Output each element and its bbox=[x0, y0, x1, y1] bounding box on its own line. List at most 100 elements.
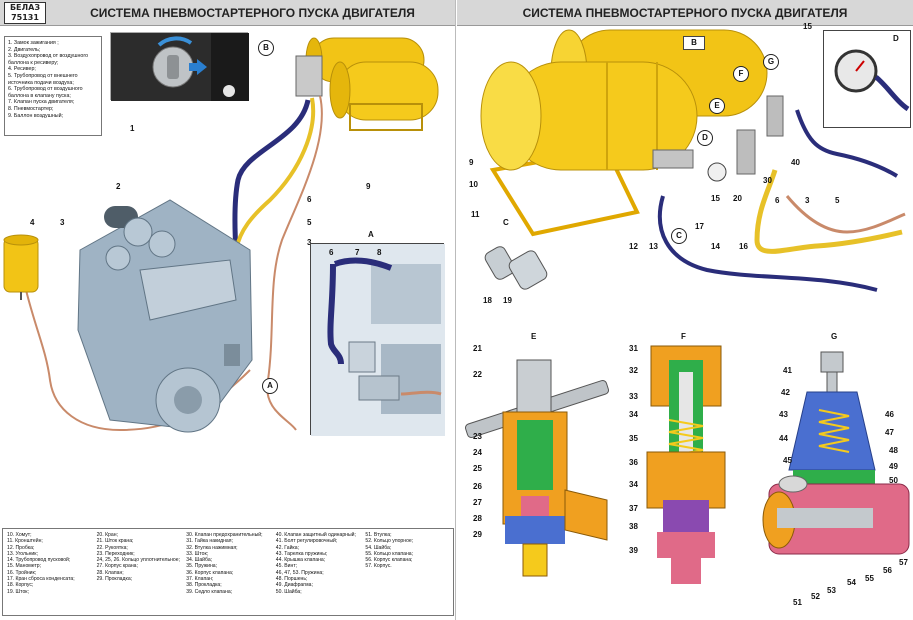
air-tanks-left bbox=[305, 37, 439, 131]
ignition-photo bbox=[110, 32, 249, 101]
section-callout: 32 bbox=[629, 366, 638, 375]
legend-item: 31. Гайка накидная; bbox=[186, 538, 233, 545]
right-page: СИСТЕМА ПНЕВМОСТАРТЕРНОГО ПУСКА ДВИГАТЕЛ… bbox=[457, 0, 913, 620]
legend-item: 23. Переходник; bbox=[96, 550, 135, 557]
section-callout: 56 bbox=[883, 566, 892, 575]
section-callout: 27 bbox=[473, 498, 482, 507]
circle-label-d: D bbox=[697, 130, 713, 146]
engine bbox=[77, 199, 253, 433]
legend-item: 40. Клапан защитный одинарный; bbox=[275, 532, 356, 538]
callout-9: 9 bbox=[366, 182, 371, 191]
logo-model: 75131 bbox=[11, 13, 39, 22]
callout-1: 1 bbox=[130, 124, 135, 133]
left-page-title: СИСТЕМА ПНЕВМОСТАРТЕРНОГО ПУСКА ДВИГАТЕЛ… bbox=[90, 6, 415, 20]
legend-item: 13. Угольник; bbox=[7, 550, 38, 557]
detail-callout-6: 6 bbox=[329, 248, 334, 257]
detail-a-frame: 6 7 8 bbox=[310, 243, 445, 436]
section-callout: 41 bbox=[783, 366, 792, 375]
circle-label-c: C bbox=[671, 228, 687, 244]
section-callout: 25 bbox=[473, 464, 482, 473]
legend-item: 19. Шток; bbox=[7, 588, 29, 595]
belaz-logo: БЕЛАЗ 75131 bbox=[4, 2, 46, 24]
callout-r15b: 15 bbox=[803, 22, 812, 31]
section-callout: 37 bbox=[629, 504, 638, 513]
panel-label-b: B bbox=[683, 36, 705, 50]
callout-6: 6 bbox=[307, 195, 312, 204]
section-callout: 39 bbox=[629, 546, 638, 555]
panel-label-f: F bbox=[681, 332, 686, 341]
panel-label-g: G bbox=[831, 332, 838, 341]
callout-r12: 12 bbox=[629, 242, 638, 251]
legend-main: 1. Замок зажигания ;2. Двигатель;3. Возд… bbox=[4, 36, 102, 136]
legend-item: 15. Манометр; bbox=[7, 563, 42, 570]
callout-r19: 19 bbox=[503, 296, 512, 305]
right-main-illustration bbox=[464, 29, 910, 584]
callout-r40: 40 bbox=[791, 158, 800, 167]
legend-item: 16. Тройник; bbox=[7, 569, 37, 576]
section-callout: 48 bbox=[889, 446, 898, 455]
legend-column-3: 30. Клапан предохранительный;31. Гайка н… bbox=[186, 532, 270, 612]
legend-item: 55. Кольцо клапана; bbox=[365, 550, 414, 557]
legend-parts: 10. Хомут;11. Кронштейн;12. Пробка;13. У… bbox=[2, 528, 454, 616]
legend-item: 29. Прокладка; bbox=[96, 576, 133, 583]
callout-r14: 14 bbox=[711, 242, 720, 251]
section-callout: 42 bbox=[781, 388, 790, 397]
left-page: БЕЛАЗ 75131 СИСТЕМА ПНЕВМОСТАРТЕРНОГО ПУ… bbox=[0, 0, 456, 620]
circle-label-b: B bbox=[258, 40, 274, 56]
legend-column-2: 20. Кран;21. Шток крана;22. Рукоятка;23.… bbox=[97, 532, 181, 612]
left-header: БЕЛАЗ 75131 СИСТЕМА ПНЕВМОСТАРТЕРНОГО ПУ… bbox=[0, 0, 455, 26]
detail-a-label: A bbox=[368, 230, 374, 239]
legend-item: 3. Воздухопровод от воздушного баллона к… bbox=[8, 53, 89, 66]
section-callout: 23 bbox=[473, 432, 482, 441]
section-callout: 29 bbox=[473, 530, 482, 539]
callout-r11: 11 bbox=[471, 210, 480, 219]
legend-item: 35. Пружина; bbox=[186, 563, 218, 570]
callout-r20: 20 bbox=[733, 194, 742, 203]
legend-item: 9. Баллон воздушный; bbox=[8, 112, 63, 119]
legend-item: 37. Клапан; bbox=[186, 576, 214, 583]
callout-r18: 18 bbox=[483, 296, 492, 305]
section-g bbox=[762, 351, 910, 555]
section-callout: 34 bbox=[629, 410, 638, 419]
legend-item: 5. Трубопровод от внешнего источника под… bbox=[8, 72, 78, 86]
section-callout: 38 bbox=[629, 522, 638, 531]
legend-item: 48. Поршень; bbox=[275, 576, 308, 583]
detail-d-frame bbox=[823, 30, 911, 128]
section-callout: 26 bbox=[473, 482, 482, 491]
receiver bbox=[3, 234, 39, 300]
legend-item: 14. Трубопровод пусковой; bbox=[7, 557, 71, 564]
legend-item: 38. Прокладка; bbox=[186, 582, 222, 589]
callout-2: 2 bbox=[116, 182, 121, 191]
legend-item: 41. Болт регулировочный; bbox=[275, 538, 338, 545]
legend-item: 22. Рукоятка; bbox=[96, 544, 128, 551]
callout-r9: 9 bbox=[469, 158, 474, 167]
gauge-illustration bbox=[834, 49, 910, 112]
detail-c-parts bbox=[484, 246, 548, 290]
legend-item: 51. Втулка; bbox=[365, 532, 392, 538]
legend-item: 34. Шайба; bbox=[186, 557, 213, 564]
section-callout: 49 bbox=[889, 462, 898, 471]
legend-column-4: 40. Клапан защитный одинарный;41. Болт р… bbox=[276, 532, 360, 612]
circle-label-g: G bbox=[763, 54, 779, 70]
legend-item: 21. Шток крана; bbox=[96, 538, 134, 545]
callout-r17: 17 bbox=[695, 222, 704, 231]
legend-item: 30. Клапан предохранительный; bbox=[186, 532, 263, 538]
section-callout: 33 bbox=[629, 392, 638, 401]
legend-column-5: 51. Втулка;52. Кольцо упорное;54. Шайба;… bbox=[365, 532, 449, 612]
section-callout: 54 bbox=[847, 578, 856, 587]
detail-a-illustration bbox=[311, 244, 445, 436]
legend-item: 4. Ресивер; bbox=[8, 66, 36, 73]
right-page-title: СИСТЕМА ПНЕВМОСТАРТЕРНОГО ПУСКА ДВИГАТЕЛ… bbox=[522, 6, 848, 20]
section-callout: 21 bbox=[473, 344, 482, 353]
panel-label-d: D bbox=[893, 34, 899, 43]
section-callout: 44 bbox=[779, 434, 788, 443]
left-main-illustration bbox=[3, 37, 439, 433]
legend-item: 44. Крышка клапана; bbox=[275, 557, 326, 564]
legend-column-1: 10. Хомут;11. Кронштейн;12. Пробка;13. У… bbox=[7, 532, 91, 612]
logo-brand: БЕЛАЗ bbox=[9, 3, 41, 12]
section-f bbox=[646, 345, 726, 584]
legend-item: 43. Тарелка пружины; bbox=[275, 550, 328, 557]
callout-r13: 13 bbox=[649, 242, 658, 251]
legend-item: 2. Двигатель; bbox=[8, 46, 41, 53]
section-callout: 31 bbox=[629, 344, 638, 353]
